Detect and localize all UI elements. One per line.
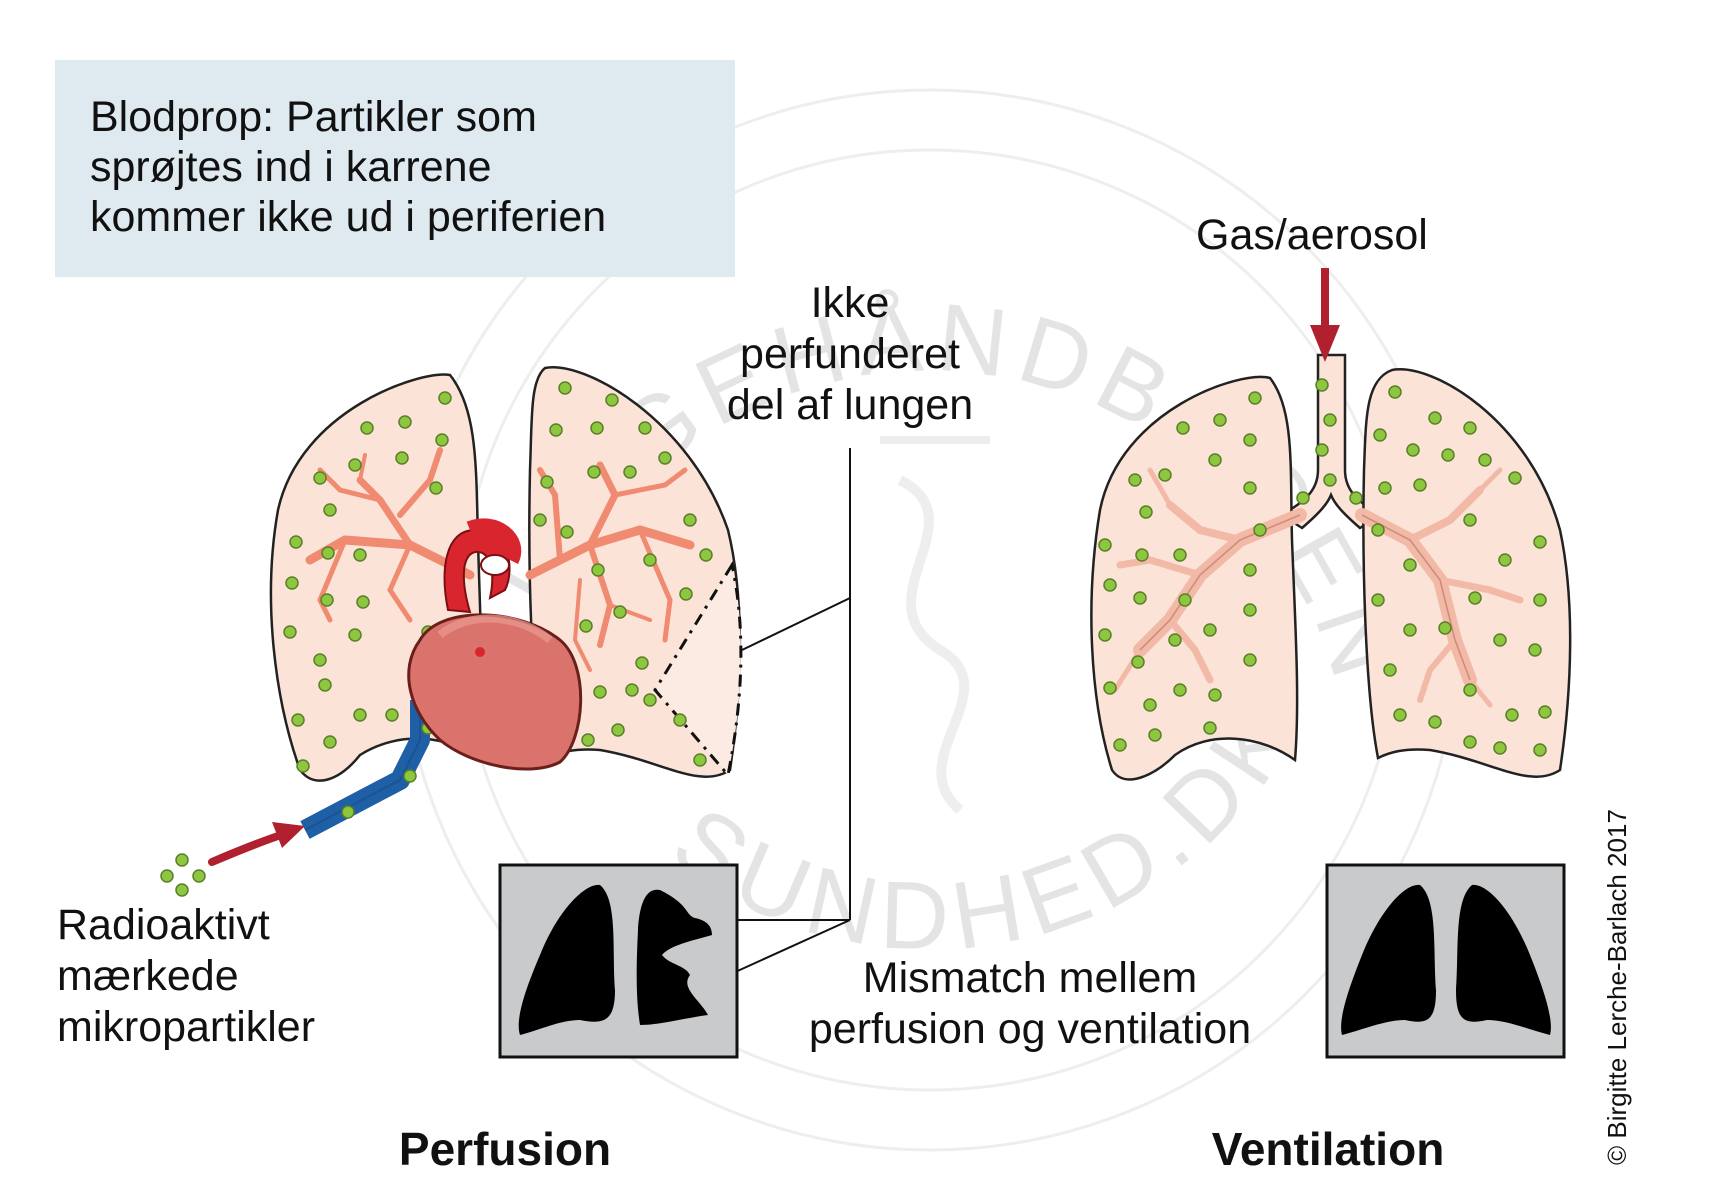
perfusion-heading: Perfusion [398,1123,612,1175]
perfusion-scan-lung-left [518,884,615,1035]
ventilation-scan-lung-right [1456,884,1551,1035]
perfusion-scan-box [498,863,739,1059]
callout-box [55,60,735,277]
microparticles-line: mærkede [57,952,239,1000]
copyright-text: © Birgitte Lerche-Barlach 2017 [1602,809,1632,1165]
perfusion-lungs [269,366,743,839]
mismatch-label: Mismatch mellem perfusion og ventilation [760,953,1300,1055]
aorta [443,528,511,614]
not-perfused-label: Ikke perfunderet del af lungen [690,278,1010,431]
perfusion-scan-lung-right [636,889,712,1025]
not-perfused-line: perfunderet [740,330,960,378]
gas-arrow-icon [1310,268,1340,362]
ventilation-lungs [1090,353,1572,781]
microparticles-line: Radioaktivt [57,901,270,949]
mismatch-line: perfusion og ventilation [808,1005,1252,1053]
mismatch-line: Mismatch mellem [862,954,1198,1002]
not-perfused-line: del af lungen [726,381,974,429]
not-perfused-line: Ikke [810,279,890,327]
ventilation-particles [1098,378,1552,757]
microparticles-label: Radioaktivt mærkede mikropartikler [57,900,315,1053]
microparticles-cluster [160,853,206,897]
callout-line: sprøjtes ind i karrene [90,143,492,191]
perfusion-particles [283,381,713,773]
callout-text: Blodprop: Partikler som sprøjtes ind i k… [90,92,710,242]
injection-arrow-icon [208,822,305,866]
callout-line: kommer ikke ud i periferien [90,193,607,241]
heart-icon [407,613,583,771]
callout-line: Blodprop: Partikler som [90,93,537,141]
vein [300,700,430,839]
microparticles-line: mikropartikler [57,1003,316,1051]
gas-aerosol-label: Gas/aerosol [1196,211,1428,259]
non-perfused-region [653,561,743,779]
ventilation-heading: Ventilation [1211,1123,1445,1175]
ventilation-scan-box [1325,863,1566,1059]
ventilation-scan-lung-left [1341,884,1436,1035]
ventilation-lung-right [1362,368,1572,778]
